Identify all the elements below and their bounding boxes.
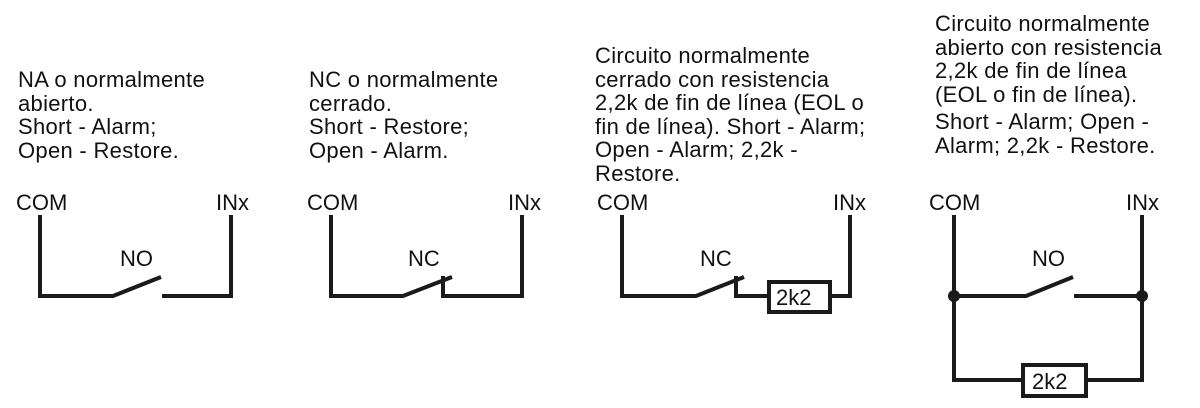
description-line: abierto. xyxy=(18,90,94,116)
description-line: Circuito normalmente xyxy=(595,43,811,68)
description-line: Short - Alarm; xyxy=(18,114,157,139)
description-line: Open - Restore. xyxy=(18,137,180,163)
description-line: 2,2k de fin de línea (EOL o xyxy=(595,90,865,115)
description-line: Short - Restore; xyxy=(309,114,470,139)
description-line: Open - Alarm; 2,2k - xyxy=(595,137,798,162)
resistor-label: 2k2 xyxy=(776,285,811,310)
description-line: Alarm; 2,2k - Restore. xyxy=(935,132,1156,158)
description-line: cerrado. xyxy=(309,90,393,116)
com-wire xyxy=(329,215,453,298)
eol-resistor xyxy=(1021,363,1088,398)
description-line: Restore. xyxy=(595,160,681,186)
switch-to-resistor-wire xyxy=(734,276,769,298)
junction-dot xyxy=(948,290,960,302)
inx-terminal-label: INx xyxy=(833,190,866,215)
com-wire xyxy=(620,215,745,298)
switch-wire xyxy=(954,275,1074,298)
circuit-4-schematic: COM INx NO 2k2 xyxy=(929,190,1159,398)
circuit-3-schematic: COM INx NC 2k2 xyxy=(597,190,866,314)
description-line: cerrado con resistencia xyxy=(595,66,830,92)
description-line: fin de línea). Short - Alarm; xyxy=(595,113,866,139)
inx-wire xyxy=(441,215,524,298)
circuit-4-description: Circuito normalmente abierto con resiste… xyxy=(935,12,1162,157)
com-wire xyxy=(952,215,1023,382)
resistor-label: 2k2 xyxy=(1032,369,1067,394)
description-line: Short - Alarm; Open - xyxy=(935,109,1150,134)
description-line: (EOL o fin de línea). xyxy=(935,81,1138,107)
circuit-1-schematic: COM INx NO xyxy=(16,190,249,298)
switch-label: NC xyxy=(700,246,732,271)
inx-wire xyxy=(1087,215,1144,382)
description-line: NC o normalmente xyxy=(309,67,499,92)
switch-label: NO xyxy=(1032,246,1065,271)
inx-wire xyxy=(830,215,852,298)
junction-dot xyxy=(1136,290,1148,302)
circuit-1-description: NA o normalmente abierto. Short - Alarm;… xyxy=(18,68,205,162)
inx-terminal-label: INx xyxy=(216,190,249,215)
com-terminal-label: COM xyxy=(597,190,648,215)
circuit-3-description: Circuito normalmente cerrado con resiste… xyxy=(595,44,865,185)
inx-terminal-label: INx xyxy=(508,190,541,215)
switch-label: NO xyxy=(120,246,153,271)
inx-wire xyxy=(162,215,233,298)
com-terminal-label: COM xyxy=(307,190,358,215)
description-line: NA o normalmente xyxy=(18,67,205,92)
switch-label: NC xyxy=(408,246,440,271)
description-line: 2,2k de fin de línea xyxy=(935,58,1127,83)
circuit-2-schematic: COM INx NC xyxy=(307,190,541,298)
com-terminal-label: COM xyxy=(929,190,980,215)
inx-terminal-label: INx xyxy=(1126,190,1159,215)
description-line: abierto con resistencia xyxy=(935,34,1163,60)
com-wire xyxy=(38,215,162,298)
description-line: Open - Alarm. xyxy=(309,137,449,163)
description-line: Circuito normalmente xyxy=(935,11,1151,36)
com-terminal-label: COM xyxy=(16,190,67,215)
circuit-2-description: NC o normalmente cerrado. Short - Restor… xyxy=(309,68,498,162)
